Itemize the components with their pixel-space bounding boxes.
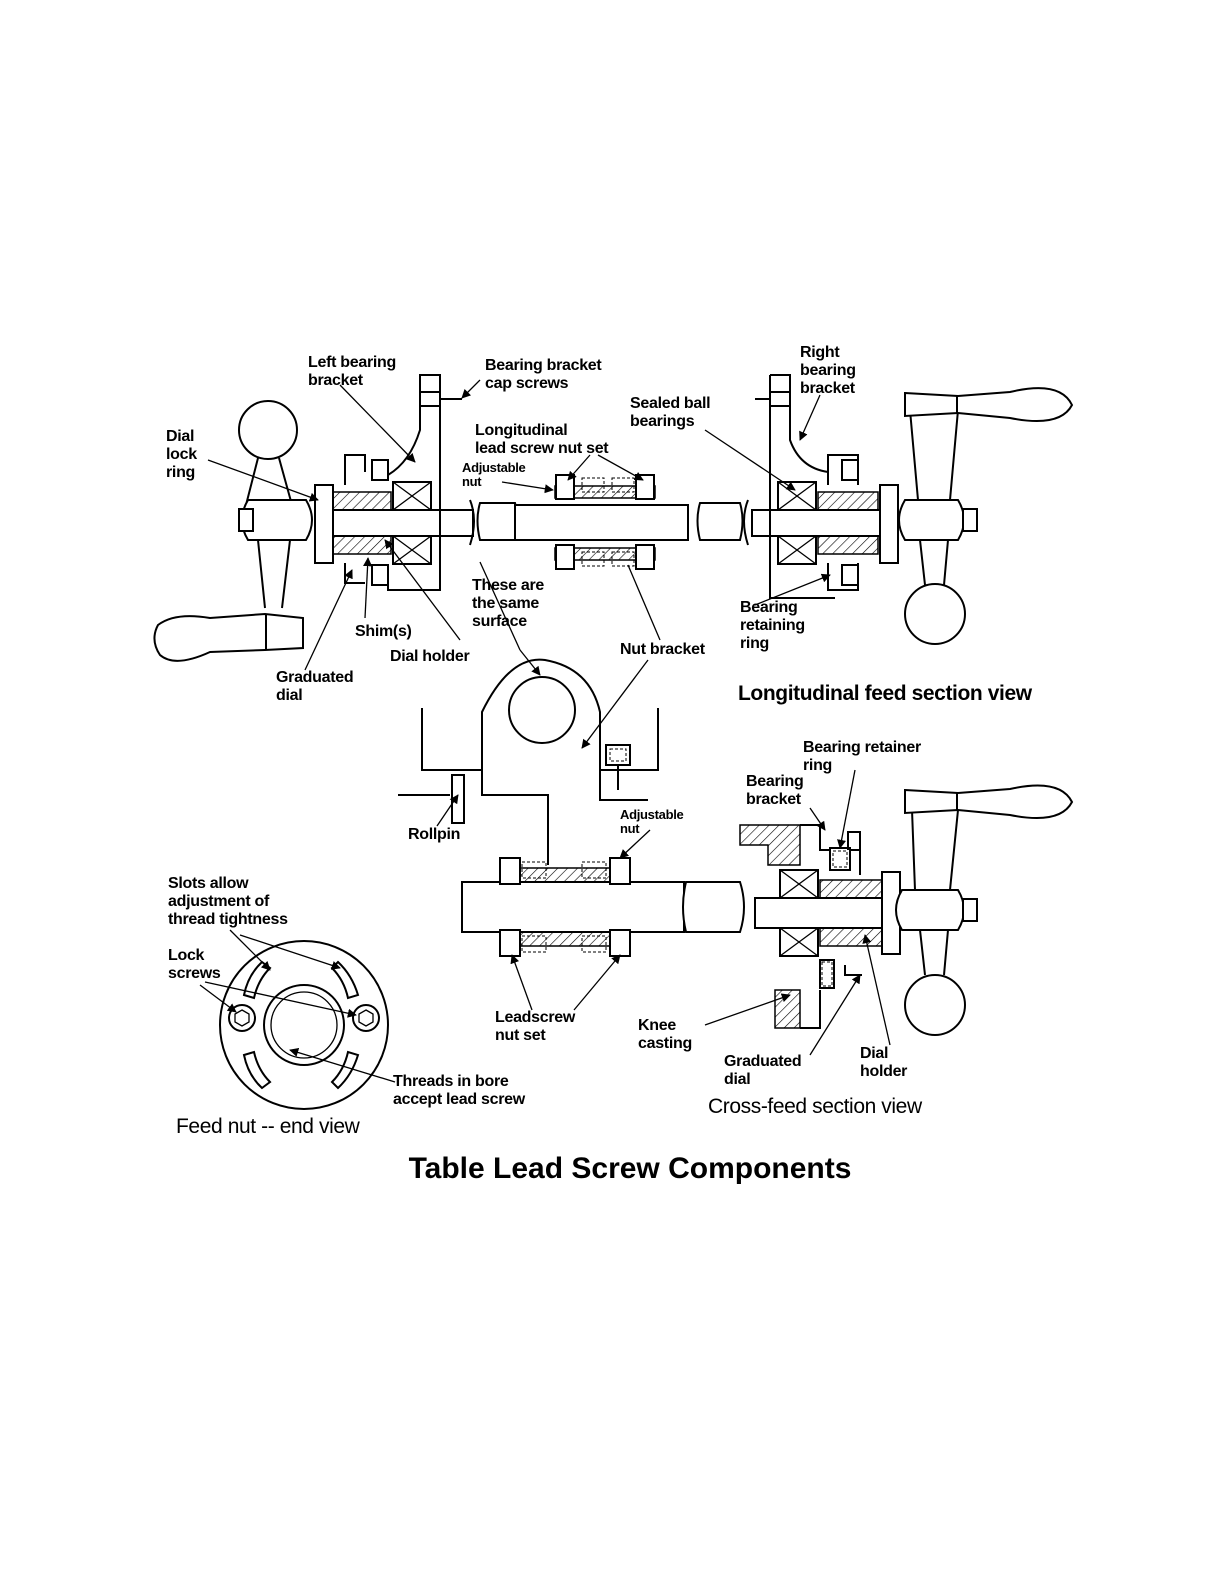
left-handle-ball [238,400,298,460]
label-dial-holder-top: Dial holder [390,648,469,665]
nut-bracket-bore [508,676,576,744]
rollpin-shape [451,774,465,824]
label-adjustable-nut-top: Adjustable nut [462,460,529,489]
left-shaft [332,509,474,537]
label-rollpin: Rollpin [408,826,460,843]
view-title-feed-nut: Feed nut -- end view [176,1115,361,1138]
cross-handle-ball [904,974,966,1036]
label-slots-allow: Slots allow adjustment of thread tightne… [168,875,288,928]
label-bearing-bracket: Bearing bracket [746,773,808,808]
label-threads-in-bore: Threads in bore accept lead screw [393,1073,526,1108]
label-bearing-retainer-ring: Bearing retainer ring [803,739,925,774]
label-lock-screws: Lock screws [168,947,221,982]
dial-lock-ring-shape [314,484,334,564]
threaded-bore [263,984,345,1066]
right-handle-grip [904,387,1074,422]
label-sealed-ball-bearings: Sealed ball bearings [630,395,714,430]
cross-feed-section-drawing [739,784,1074,1036]
longitudinal-section-drawing [153,374,1074,662]
label-graduated-dial-bottom: Graduated dial [724,1053,805,1088]
cross-handle-grip [904,784,1074,819]
cross-lead-screw [461,881,685,933]
label-shims: Shim(s) [355,623,412,640]
nut-bracket-drawing [398,658,745,957]
label-nut-bracket: Nut bracket [620,641,706,658]
label-dial-lock-ring: Dial lock ring [166,428,201,481]
figure-title: Table Lead Screw Components [409,1152,852,1185]
right-shaft [751,509,893,537]
label-knee-casting: Knee casting [638,1017,692,1052]
label-bearing-bracket-cap-screws: Bearing bracket cap screws [485,357,606,392]
label-leadscrew-nut-set: Leadscrew nut set [495,1009,579,1044]
label-left-bearing-bracket: Left bearing bracket [308,354,400,389]
label-these-are-same-surface: These are the same surface [472,577,548,630]
label-longitudinal-nut-set: Longitudinal lead screw nut set [475,422,609,457]
leader-lines [199,379,891,1083]
label-graduated-dial-top: Graduated dial [276,669,357,704]
right-handle-ball [904,583,966,645]
cross-crank-hub [895,889,965,931]
left-handle-grip [153,612,304,662]
lead-screw-shaft [514,504,689,541]
view-title-longitudinal: Longitudinal feed section view [738,682,1033,705]
label-adjustable-nut-mid: Adjustable nut [620,807,687,836]
label-right-bearing-bracket: Right bearing bracket [800,344,860,397]
feed-nut-end-view-drawing [219,940,389,1110]
label-bearing-retaining-ring: Bearing retaining ring [740,599,809,652]
label-dial-holder-bottom: Dial holder [860,1045,907,1080]
lock-screw-right [352,1004,380,1032]
right-crank-hub [898,499,965,541]
labels: Left bearing bracket Bearing bracket cap… [166,344,1033,1138]
view-title-cross-feed: Cross-feed section view [708,1095,923,1118]
